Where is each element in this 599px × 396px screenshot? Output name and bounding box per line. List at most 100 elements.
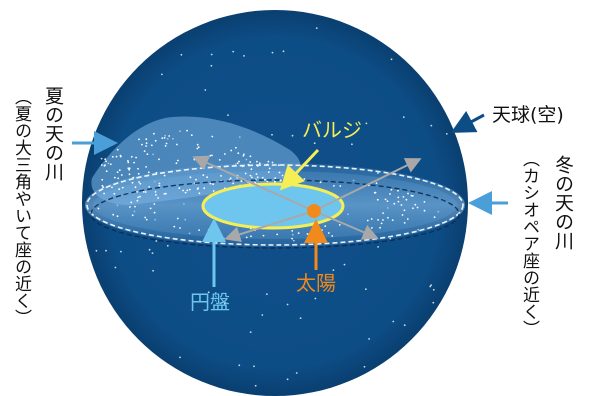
star: [158, 184, 161, 187]
star: [165, 142, 168, 145]
star: [423, 209, 426, 212]
galactic-disk: [201, 182, 345, 230]
star: [430, 284, 432, 287]
star: [332, 269, 335, 271]
celestial-sphere-label: 天球(空): [492, 104, 564, 126]
star: [410, 194, 413, 197]
star: [267, 160, 270, 163]
star: [393, 202, 396, 205]
star: [268, 167, 271, 170]
star: [297, 232, 300, 235]
star: [397, 200, 400, 203]
star: [343, 263, 346, 266]
star: [145, 166, 148, 168]
star: [176, 217, 179, 220]
star: [278, 171, 281, 174]
star: [314, 297, 317, 300]
star: [118, 188, 121, 191]
star: [297, 175, 300, 178]
star: [118, 169, 121, 172]
star: [102, 186, 105, 189]
star: [286, 378, 289, 381]
winter-milky-way-label: 冬の天の川: [552, 155, 574, 250]
star: [232, 50, 235, 53]
star: [250, 235, 252, 238]
star: [153, 211, 156, 214]
star: [261, 314, 264, 316]
star: [127, 161, 130, 164]
star: [333, 185, 335, 187]
star: [151, 252, 154, 255]
star: [405, 198, 408, 201]
star: [291, 134, 294, 137]
star: [402, 196, 405, 198]
star: [295, 372, 298, 374]
star: [143, 150, 146, 153]
star: [256, 176, 259, 179]
star: [142, 191, 145, 193]
star: [189, 176, 192, 179]
star: [414, 203, 417, 206]
star: [377, 246, 379, 248]
sun-label: 太陽: [296, 271, 336, 295]
star: [116, 148, 119, 151]
star: [281, 174, 284, 177]
star: [400, 204, 403, 206]
star: [139, 182, 142, 185]
star: [112, 213, 115, 216]
star: [176, 143, 178, 146]
star: [249, 161, 252, 163]
celestial-sphere-arrow: [450, 110, 485, 133]
star: [262, 234, 265, 237]
star: [403, 209, 406, 212]
star: [238, 364, 241, 367]
star: [198, 229, 201, 232]
star: [133, 161, 136, 164]
star: [271, 51, 274, 54]
star: [255, 173, 258, 176]
star: [158, 158, 160, 161]
star: [430, 124, 433, 127]
star: [153, 203, 156, 205]
bulge-label: バルジ: [302, 118, 362, 142]
star: [163, 137, 166, 139]
star: [152, 269, 155, 272]
star: [177, 159, 179, 162]
star: [195, 178, 197, 181]
star: [188, 188, 191, 191]
star: [137, 196, 140, 199]
star: [145, 138, 148, 141]
star: [186, 189, 189, 192]
star: [113, 192, 116, 195]
summer-milky-way-note: （夏の大三角やいて座の近く）: [11, 88, 32, 326]
star: [254, 384, 257, 387]
star: [212, 183, 215, 186]
star: [373, 191, 376, 194]
star: [95, 249, 98, 252]
star: [386, 200, 389, 203]
star: [282, 50, 285, 53]
star: [389, 193, 391, 195]
star: [368, 338, 370, 340]
star: [155, 194, 157, 196]
star: [179, 356, 181, 359]
direction-arrows: [192, 155, 422, 243]
star: [157, 197, 160, 199]
star: [223, 302, 226, 305]
star: [135, 156, 138, 159]
star: [117, 177, 120, 180]
star: [308, 233, 310, 236]
star: [130, 201, 133, 204]
star: [138, 181, 140, 183]
star: [137, 172, 140, 175]
star: [261, 176, 264, 179]
star: [251, 176, 253, 179]
star: [120, 250, 122, 253]
star: [433, 216, 436, 219]
star: [196, 147, 199, 150]
star: [148, 248, 151, 251]
star: [154, 139, 157, 142]
star: [299, 317, 302, 319]
star: [105, 160, 107, 163]
star: [306, 233, 309, 235]
